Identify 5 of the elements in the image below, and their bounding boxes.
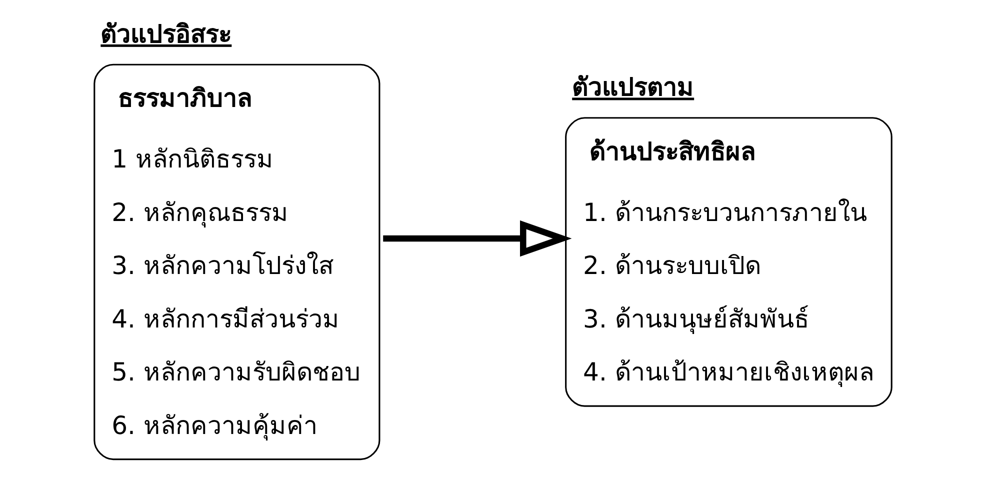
arrow xyxy=(383,220,572,257)
node-label: ตัวแปรอิสระ xyxy=(100,19,232,48)
node-box: ธรรมาภิบาล 1 หลักนิติธรรม 2. หลักคุณธรรม 3. หลักความโปร่งใส 4. หลักการมีส่วนร่วม 5. หลักความรับผิดชอบ 6. หลักความคุ้มค่า xyxy=(94,64,380,460)
node-label: ตัวแปรตาม xyxy=(572,72,694,102)
node-box: ด้านประสิทธิผล 1. ด้านกระบวนการภายใน 2. ด้านระบบเปิด 3. ด้านมนุษย์สัมพันธ์ 4. ด้านเป้าหมายเชิงเหตุผล xyxy=(565,117,892,407)
